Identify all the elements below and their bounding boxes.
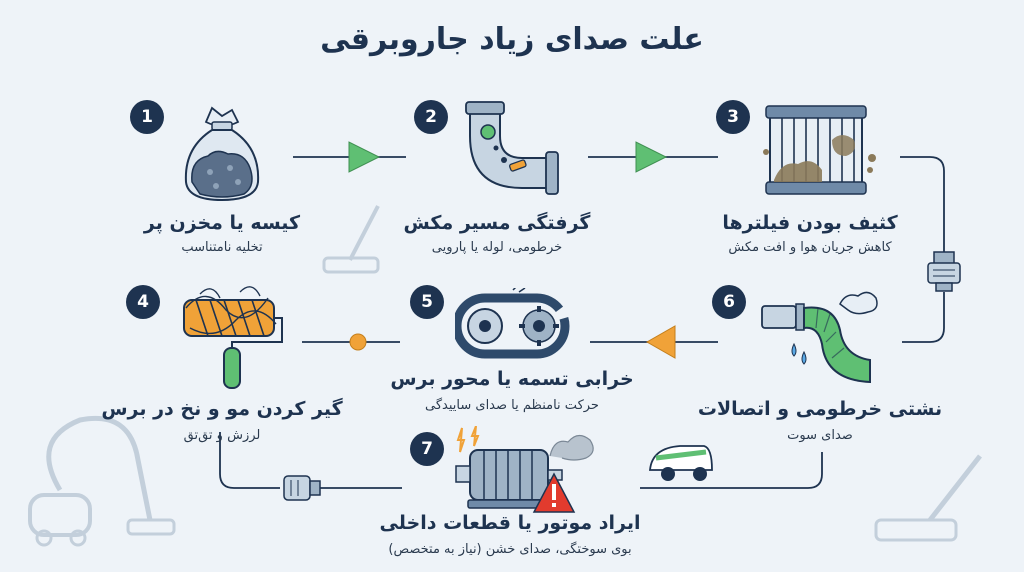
broken-belt-icon <box>455 288 570 359</box>
page-title: علت صدای زیاد جاروبرقی <box>320 22 704 57</box>
tangled-brush-roll-icon <box>183 286 283 389</box>
connector-3-right <box>900 156 945 258</box>
connector-7-6 <box>640 452 823 489</box>
step-3-badge: 3 <box>716 100 750 134</box>
step-1-badge: 1 <box>130 100 164 134</box>
step-3-subtitle: کاهش جریان هوا و افت مکش <box>728 240 892 255</box>
stick-vacuum-decor-icon <box>322 205 380 274</box>
upright-vacuum-decor-icon <box>874 454 982 542</box>
step-6-badge: 6 <box>712 285 746 319</box>
step-6-subtitle: صدای سوت <box>787 428 853 443</box>
connector-4-down <box>219 432 280 489</box>
step-6-title: نشتی خرطومی و اتصالات <box>697 398 943 420</box>
step-2-badge: 2 <box>414 100 448 134</box>
connector-right-6 <box>902 292 945 343</box>
full-dust-bag-icon <box>184 106 260 202</box>
arrow-2-3-icon <box>635 141 668 173</box>
step-4-badge: 4 <box>126 285 160 319</box>
step-7-subtitle: بوی سوختگی، صدای خشن (نیاز به متخصص) <box>388 542 632 557</box>
step-5-subtitle: حرکت نامنظم یا صدای ساییدگی <box>425 398 599 413</box>
step-2-subtitle: خرطومی، لوله یا پارویی <box>431 240 563 255</box>
arrow-1-2-icon <box>348 141 381 173</box>
arrow-6-5-icon <box>645 325 676 359</box>
step-2-title: گرفتگی مسیر مکش <box>403 212 591 234</box>
step-1-title: کیسه یا مخزن پر <box>143 212 301 234</box>
leaking-hose-icon <box>761 291 878 384</box>
step-3-title: کثیف بودن فیلترها <box>722 212 898 234</box>
step-1-subtitle: تخلیه نامتناسب <box>181 240 263 255</box>
step-5-title: خرابی تسمه یا محور برس <box>390 368 634 390</box>
connector-dot-icon <box>349 333 367 351</box>
step-4-title: گیر کردن مو و نخ در برس <box>101 398 343 420</box>
canister-vacuum-decor-icon <box>28 415 176 547</box>
overheating-motor-warning-icon <box>455 426 594 513</box>
plug-connector-icon <box>283 475 321 501</box>
hose-connector-icon <box>927 251 961 292</box>
dirty-filter-icon <box>763 105 876 195</box>
step-4-subtitle: لرزش و تق‌تق <box>183 428 261 443</box>
step-7-badge: 7 <box>410 432 444 466</box>
clogged-pipe-icon <box>465 101 559 195</box>
handheld-vacuum-icon <box>649 445 713 481</box>
step-7-title: ایراد موتور یا قطعات داخلی <box>379 512 641 534</box>
step-5-badge: 5 <box>410 285 444 319</box>
